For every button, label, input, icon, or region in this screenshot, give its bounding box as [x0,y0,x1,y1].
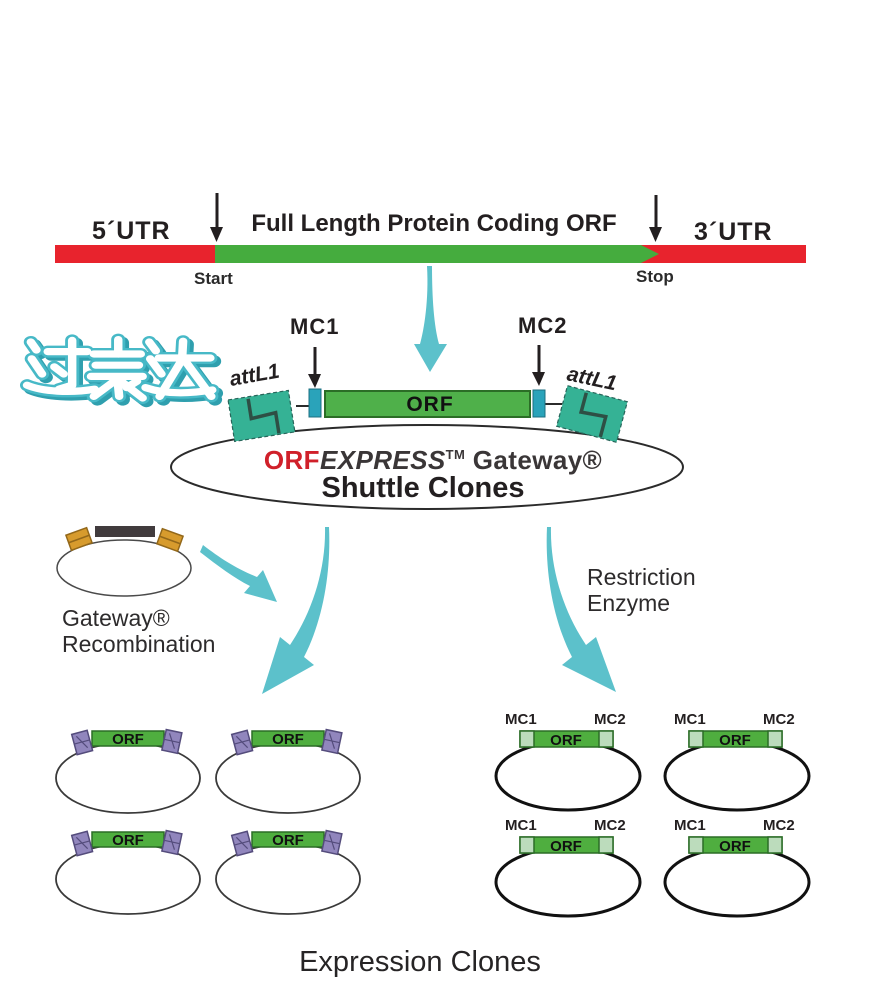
svg-text:Enzyme: Enzyme [587,590,670,616]
svg-text:ORFEXPRESSTM Gateway®: ORFEXPRESSTM Gateway® [264,445,602,475]
svg-text:Restriction: Restriction [587,564,696,590]
svg-text:Start: Start [194,269,233,288]
svg-text:ORF: ORF [406,393,453,416]
svg-text:MC2: MC2 [518,313,567,338]
svg-text:Gateway®: Gateway® [62,605,170,631]
svg-text:Recombination: Recombination [62,631,215,657]
svg-text:5´UTR: 5´UTR [92,217,171,245]
svg-text:MC1: MC1 [290,314,339,339]
svg-text:Stop: Stop [636,267,674,286]
svg-text:Shuttle Clones: Shuttle Clones [321,472,524,504]
svg-text:MC2: MC2 [594,711,626,728]
svg-text:MC1: MC1 [505,711,537,728]
svg-text:Expression Clones: Expression Clones [299,946,541,978]
svg-text:3´UTR: 3´UTR [694,218,773,246]
svg-text:ORF: ORF [112,731,144,748]
svg-text:Full Length Protein Coding ORF: Full Length Protein Coding ORF [251,210,616,237]
svg-text:ORF: ORF [550,732,582,749]
svg-text:attL1: attL1 [228,360,281,391]
